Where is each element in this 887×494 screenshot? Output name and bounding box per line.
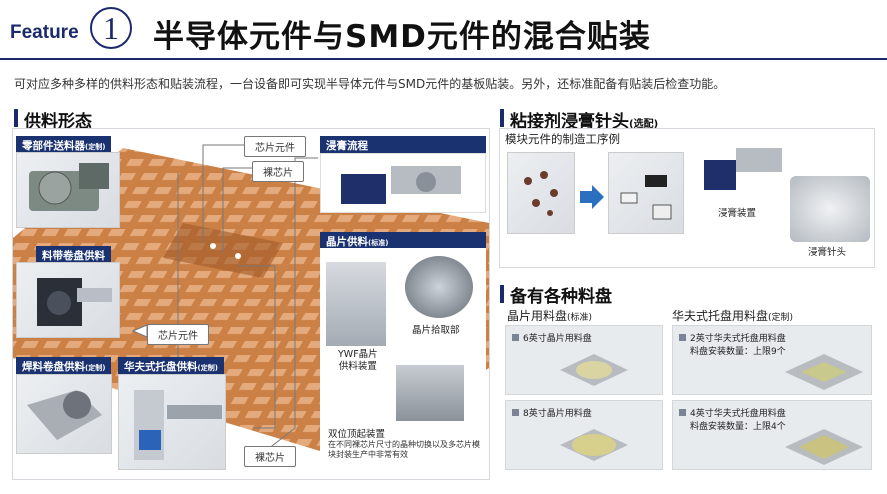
waffle-tray-photo [118, 374, 226, 470]
pickup-caption: 晶片拾取部 [412, 325, 460, 336]
tray-name: 8英寸晶片用料盘 [512, 406, 592, 419]
section-marker [500, 109, 504, 127]
page-title: 半导体元件与SMD元件的混合贴装 [153, 19, 651, 55]
wafer-supply-label: 晶片供料(标准) [320, 232, 486, 251]
dip-process-photo [320, 153, 486, 213]
tape-reel-label: 料带卷盘供料 [36, 246, 111, 265]
tag-bare-chip-2: 裸芯片 [244, 446, 296, 467]
solder-reel-label: 焊料卷盘供料(定制) [16, 357, 112, 376]
tray-card: 8英寸晶片用料盘 [505, 400, 663, 470]
pickup-photo [405, 256, 473, 318]
dip-pin-caption: 浸膏针头 [808, 247, 847, 258]
adhesive-pin-title: 粘接剂浸膏针头(选配) [510, 112, 659, 132]
ejector-description: 在不同裸芯片尺寸的晶种切换以及多芯片模块封装生产中非常有效 [328, 440, 480, 460]
waffle-tray-label: 华夫式托盘供料(定制) [118, 357, 224, 376]
tag-chip-part-2: 芯片元件 [147, 324, 209, 345]
tape-reel-photo [16, 262, 120, 338]
wafer-trays-heading: 晶片用料盘(标准) [507, 309, 593, 323]
feed-forms-panel [12, 128, 490, 480]
solder-reel-photo [16, 374, 112, 454]
tray-card: 4英寸华夫式托盘用料盘 料盘安装数量：上限4个 [672, 400, 872, 470]
arrow-right-icon [580, 185, 604, 209]
tray-name: 2英寸华夫式托盘用料盘 [679, 331, 786, 344]
tray-name: 4英寸华夫式托盘用料盘 [679, 406, 786, 419]
section-marker [14, 109, 18, 127]
intro-text: 可对应多种多样的供料形态和贴装流程，一台设备即可实现半导体元件与SMD元件的基板… [14, 77, 726, 91]
header-rule [0, 58, 887, 60]
process-example-subtitle: 模块元件的制造工序例 [505, 132, 620, 146]
parts-feeder-photo [16, 152, 120, 228]
adhesive-panel [499, 128, 875, 268]
tray-capacity: 料盘安装数量：上限4个 [690, 422, 786, 432]
waffle-trays-heading: 华夫式托盘用料盘(定制) [672, 309, 794, 323]
ejector-title: 双位顶起装置 [328, 429, 386, 440]
tray-card: 2英寸华夫式托盘用料盘 料盘安装数量：上限9个 [672, 325, 872, 395]
feature-number-badge: 1 [90, 7, 132, 49]
section-marker [500, 285, 504, 303]
dip-pin-photo [790, 176, 870, 242]
tray-capacity: 料盘安装数量：上限9个 [690, 347, 786, 357]
ywf-caption: YWF晶片 供料装置 [338, 349, 378, 373]
ejector-photo [396, 365, 464, 421]
tag-bare-chip-1: 裸芯片 [252, 161, 304, 182]
dip-device-caption: 浸膏装置 [718, 208, 757, 219]
trays-title: 备有各种料盘 [510, 287, 612, 307]
placed-components-photo [608, 152, 684, 234]
tag-chip-part-1: 芯片元件 [244, 136, 306, 157]
parts-feeder-label: 零部件送料器(定制) [16, 136, 112, 155]
feed-forms-title: 供料形态 [24, 112, 92, 132]
dip-process-label: 浸膏流程 [320, 136, 486, 155]
dip-device-photo [700, 140, 786, 200]
adhesive-dots-photo [507, 152, 575, 234]
tray-name: 6英寸晶片用料盘 [512, 331, 592, 344]
tray-card: 6英寸晶片用料盘 [505, 325, 663, 395]
ywf-device-photo [326, 262, 386, 346]
feature-label: Feature [10, 22, 79, 43]
